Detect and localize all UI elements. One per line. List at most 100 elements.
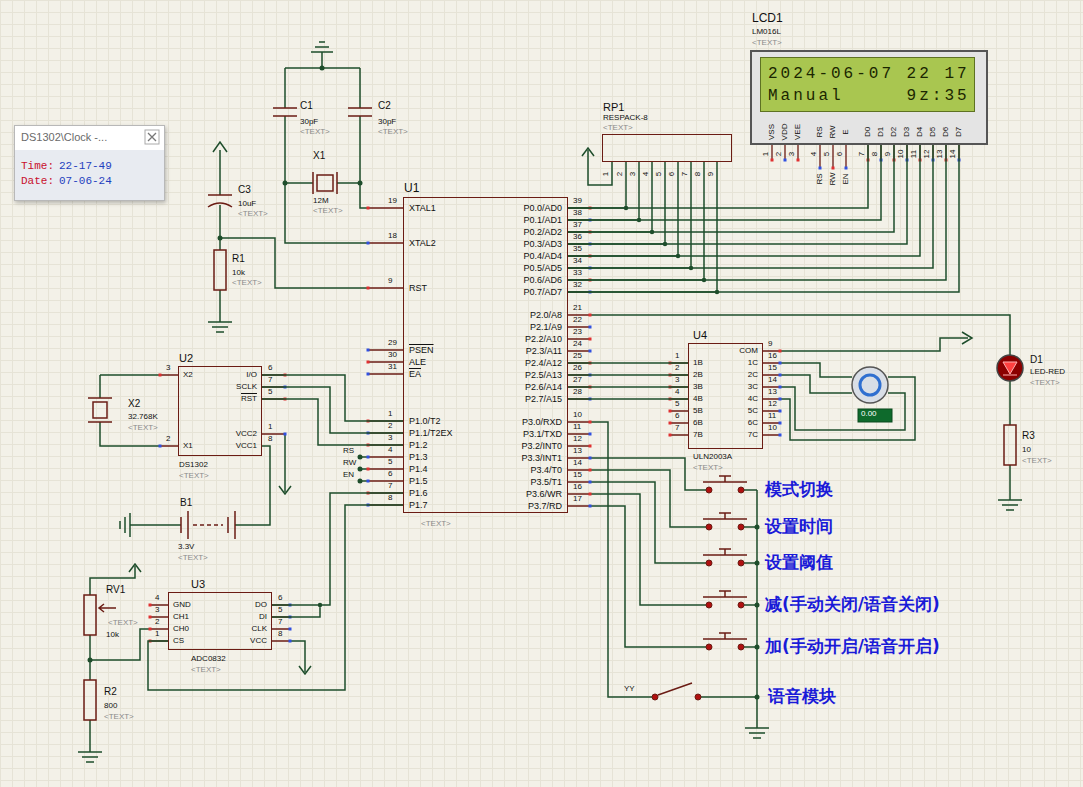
pin-name: D1 [877,127,886,137]
pin-number: 4 [809,152,818,156]
pin-number: 30 [388,351,397,360]
bus-wire [148,493,403,690]
pin-number: 4 [155,594,159,603]
pin-number: 8 [268,435,272,444]
pin-name: P1.6 [409,489,428,499]
pin-number: 8 [388,494,392,503]
pin-name: 3C [748,383,758,392]
switch-contact [706,602,712,608]
text-placeholder: <TEXT> [179,472,209,481]
pin-number: 10 [768,424,777,433]
pin-name: COM [739,347,758,356]
pin-name: SCLK [236,383,257,392]
pin-name: 6C [748,419,758,428]
button-caption: 语音模块 [768,687,836,706]
part-label: C2 [378,100,391,111]
pin-name: P2.5/A13 [525,371,562,381]
switch-contact [738,644,744,650]
pin-end-marker [784,159,787,162]
pin-number: 18 [388,232,397,241]
field-value: 22-17-49 [59,160,112,172]
pin-end-marker [149,628,152,631]
resistor-symbol [84,680,96,720]
pin-number: 13 [768,388,777,397]
pin-end-marker [367,480,370,483]
pin-end-marker [779,422,782,425]
pin-number: 5 [278,606,282,615]
field-value: 07-06-24 [59,175,112,187]
pin-number: 16 [768,352,777,361]
pin-end-marker [589,350,592,353]
pin-end-marker [589,469,592,472]
pin-name: P3.3/INT1 [521,454,562,464]
text-placeholder: <TEXT> [421,520,451,529]
pin-number: 2 [388,422,392,431]
pin-end-marker [149,616,152,619]
pin-name: P1.3 [409,453,428,463]
pin-number: 3 [675,376,679,385]
junction-dot [358,467,363,472]
junction-dot [88,658,93,663]
pin-number: 11 [909,150,918,158]
pin-end-marker [159,445,162,448]
pin-end-marker [367,242,370,245]
pin-end-marker [669,410,672,413]
pin-end-marker [284,433,287,436]
pin-number: 5 [388,458,392,467]
rtc-chip: U2X2X1I/OSCLKRSTVCC2VCC1DS1302<TEXT> [178,366,262,456]
led-symbol [1003,362,1017,375]
resistor-symbol [214,250,226,290]
pin-name: P3.7/RD [528,502,562,512]
pin-name: CH1 [173,613,189,622]
pin-number: 7 [278,618,282,627]
part-reference: U1 [404,182,419,195]
pin-name: VSS [768,124,777,140]
pin-name: P1.7 [409,501,428,511]
pin-name: P3.0/RXD [522,418,562,428]
motor-symbol [852,367,888,403]
pin-name: 6B [693,419,703,428]
pin-end-marker [832,167,835,170]
pin-end-marker [779,386,782,389]
part-label: 800 [104,702,117,711]
part-label: 3.3V [178,543,194,552]
pin-number: 8 [870,152,879,156]
pin-number: 3 [787,152,796,156]
part-label: C1 [300,100,313,111]
pin-number: 12 [573,435,582,444]
pin-number: 1 [675,352,679,361]
part-label: X1 [313,150,325,161]
part-label: <TEXT> [108,619,138,628]
part-reference: U4 [693,329,707,341]
part-reference: U2 [179,352,193,364]
part-label: <TEXT> [1030,379,1060,388]
pin-name: P2.3/A11 [526,347,562,357]
part-value: DS1302 [179,461,208,470]
pin-name: VEE [794,124,803,140]
pin-name: 5B [693,407,703,416]
pin-name: DI [259,613,267,622]
pin-name: VCC1 [236,442,257,451]
pin-name: 4B [693,395,703,404]
wire [780,338,968,440]
button-caption: 模式切换 [765,480,833,499]
net-label: RW [343,459,356,468]
bus-wire [262,375,403,445]
power-terminal [129,142,972,674]
pin-name: D2 [890,127,899,137]
pin-number: 14 [948,150,957,159]
pin-name: 4C [748,395,758,404]
led-symbol [997,355,1023,381]
pin-name: E [842,129,851,134]
pin-end-marker [367,468,370,471]
pin-number: 6 [388,470,392,479]
pin-number: 21 [573,304,582,313]
part-label: <TEXT> [300,128,330,137]
pin-number: 6 [835,152,844,156]
pin-number: 4 [641,172,650,176]
switch-contact [652,694,658,700]
pin-name: P0.3/AD3 [523,240,562,250]
part-label: 10k [106,631,119,640]
part-reference: U3 [191,578,205,590]
pin-name: RST [241,395,257,404]
